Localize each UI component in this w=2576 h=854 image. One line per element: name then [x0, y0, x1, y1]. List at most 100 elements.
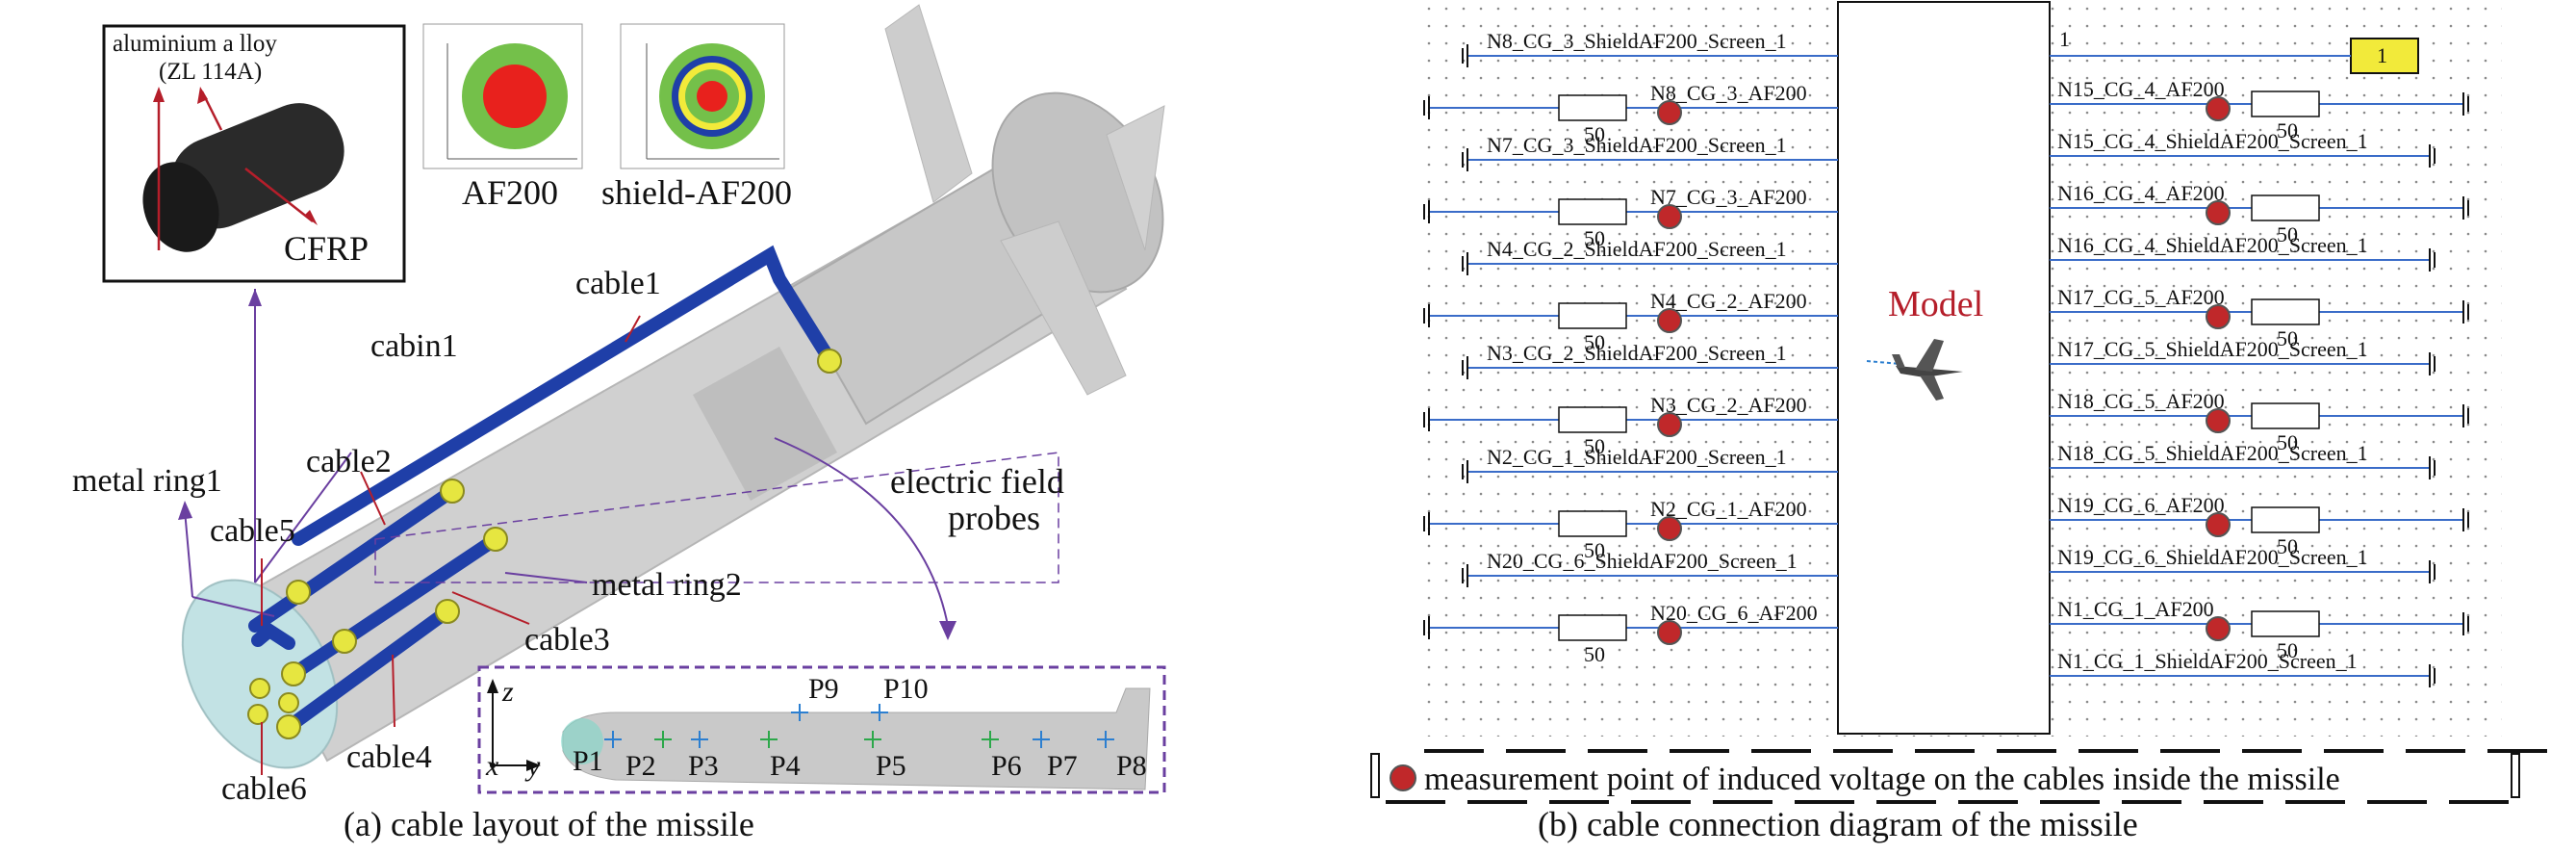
legend-text: measurement point of induced voltage on …	[1424, 762, 2340, 797]
schematic-wires: N8_CG_3_ShieldAF200_Screen_1 50 N8_CG_3_AF…	[1423, 29, 2469, 687]
resistor-left-5	[1558, 302, 1627, 329]
left-net-label-2: N7_CG_3_ShieldAF200_Screen_1	[1487, 133, 1787, 157]
probe-crosses	[604, 704, 1114, 748]
left-net-label-3: N7_CG_3_AF200	[1650, 185, 1807, 209]
resistor-value-right-6: 50	[2277, 430, 2298, 454]
model-block	[1837, 1, 2051, 735]
measurement-point-right-6	[2206, 408, 2231, 433]
metal-ring2-label: metal ring2	[592, 567, 742, 603]
cable3-label: cable3	[524, 622, 610, 658]
probe-p1-label: P1	[573, 745, 603, 777]
cross-section-af200	[422, 23, 583, 169]
resistor-right-4	[2251, 298, 2320, 325]
cable5-path	[251, 622, 295, 650]
probe-p7-label: P7	[1047, 750, 1078, 782]
model-label: Model	[1888, 284, 1983, 324]
cable-end-balls	[247, 349, 842, 739]
right-net-label-6: N18_CG_5_AF200	[2057, 389, 2225, 413]
probe-inset	[477, 665, 1166, 794]
right-net-label-11: N1_CG_1_ShieldAF200_Screen_1	[2057, 649, 2358, 673]
resistor-value-right-0: 50	[2277, 118, 2298, 142]
probe-p4-label: P4	[770, 750, 801, 782]
resistor-left-7	[1558, 406, 1627, 433]
measurement-point-left-11	[1657, 620, 1682, 645]
probe-p2-label: P2	[625, 750, 656, 782]
resistor-value-right-4: 50	[2277, 326, 2298, 350]
cable6-label: cable6	[221, 771, 307, 807]
resistor-value-right-10: 50	[2277, 638, 2298, 662]
right-net-label-4: N17_CG_5_AF200	[2057, 285, 2225, 309]
resistor-right-8	[2251, 506, 2320, 533]
right-net-label-1: N15_CG_4_ShieldAF200_Screen_1	[2057, 129, 2368, 153]
indicator-box	[2350, 38, 2419, 74]
indicator-value: 1	[2377, 43, 2387, 67]
cable2-label: cable2	[306, 444, 392, 479]
measurement-point-left-5	[1657, 308, 1682, 333]
resistor-left-3	[1558, 198, 1627, 225]
cable4-label: cable4	[346, 739, 432, 775]
resistor-value-right-8: 50	[2277, 534, 2298, 558]
resistor-value-left-5: 50	[1584, 330, 1605, 354]
resistor-value-left-7: 50	[1584, 434, 1605, 458]
probe-p3-label: P3	[688, 750, 719, 782]
resistor-left-11	[1558, 614, 1627, 641]
shield-af200-label: shield-AF200	[601, 173, 792, 212]
cable5-label: cable5	[210, 513, 295, 549]
right-net-label-2: N16_CG_4_AF200	[2057, 181, 2225, 205]
right-net-label-3: N16_CG_4_ShieldAF200_Screen_1	[2057, 233, 2368, 257]
legend: measurement point of induced voltage on …	[1370, 749, 2547, 804]
right-net-label-5: N17_CG_5_ShieldAF200_Screen_1	[2057, 337, 2368, 361]
measurement-point-right-10	[2206, 616, 2231, 641]
left-net-label-6: N3_CG_2_ShieldAF200_Screen_1	[1487, 341, 1787, 365]
measurement-point-left-1	[1657, 100, 1682, 125]
panel-a-figure: aluminium a lloy (ZL 114A) CFRP AF200 sh…	[72, 4, 1166, 807]
aircraft-icon	[1866, 339, 1963, 401]
cabin1-label: cabin1	[370, 328, 458, 364]
left-net-label-0: N8_CG_3_ShieldAF200_Screen_1	[1487, 29, 1787, 53]
measurement-dot-legend	[1390, 764, 1416, 791]
left-net-label-1: N8_CG_3_AF200	[1650, 81, 1807, 105]
measurement-point-left-7	[1657, 412, 1682, 437]
cfrp-label: CFRP	[284, 229, 369, 268]
cable1-label: cable1	[575, 266, 661, 301]
probe-region	[374, 452, 1059, 583]
probes-label-line2: probes	[948, 499, 1040, 537]
resistor-right-2	[2251, 194, 2320, 221]
right-net-label-9: N19_CG_6_ShieldAF200_Screen_1	[2057, 545, 2368, 569]
cables	[248, 245, 834, 734]
resistor-right-10	[2251, 610, 2320, 637]
measurement-point-right-8	[2206, 512, 2231, 537]
probe-p8-label: P8	[1116, 750, 1147, 782]
pin-label: 1	[2059, 27, 2070, 51]
measurement-point-left-3	[1657, 204, 1682, 229]
leader-lines	[178, 289, 956, 775]
axis-x-label: x	[485, 750, 499, 782]
cable2-path	[248, 484, 459, 633]
probe-p10-label: P10	[883, 673, 929, 705]
probe-p9-label: P9	[808, 673, 839, 705]
resistor-right-6	[2251, 402, 2320, 429]
cable3-path	[287, 532, 502, 681]
material-line2: (ZL 114A)	[159, 59, 262, 85]
probe-p5-label: P5	[876, 750, 906, 782]
resistor-value-left-3: 50	[1584, 226, 1605, 250]
right-net-label-10: N1_CG_1_AF200	[2057, 597, 2214, 621]
material-inset	[102, 24, 406, 283]
cable4-path	[282, 605, 454, 734]
measurement-point-right-2	[2206, 200, 2231, 225]
missile-body	[181, 4, 1165, 769]
probes-label-line1: electric field	[890, 462, 1064, 501]
probe-p6-label: P6	[991, 750, 1022, 782]
measurement-point-left-9	[1657, 516, 1682, 541]
resistor-value-left-1: 50	[1584, 122, 1605, 146]
left-net-label-8: N2_CG_1_ShieldAF200_Screen_1	[1487, 445, 1787, 469]
resistor-left-9	[1558, 510, 1627, 537]
right-net-label-8: N19_CG_6_AF200	[2057, 493, 2225, 517]
axis-y-label: y	[524, 750, 541, 782]
material-line1: aluminium a lloy	[113, 31, 277, 57]
resistor-value-right-2: 50	[2277, 222, 2298, 246]
left-net-label-11: N20_CG_6_AF200	[1650, 601, 1818, 625]
left-net-label-4: N4_CG_2_ShieldAF200_Screen_1	[1487, 237, 1787, 261]
resistor-left-1	[1558, 94, 1627, 121]
measurement-point-right-4	[2206, 304, 2231, 329]
